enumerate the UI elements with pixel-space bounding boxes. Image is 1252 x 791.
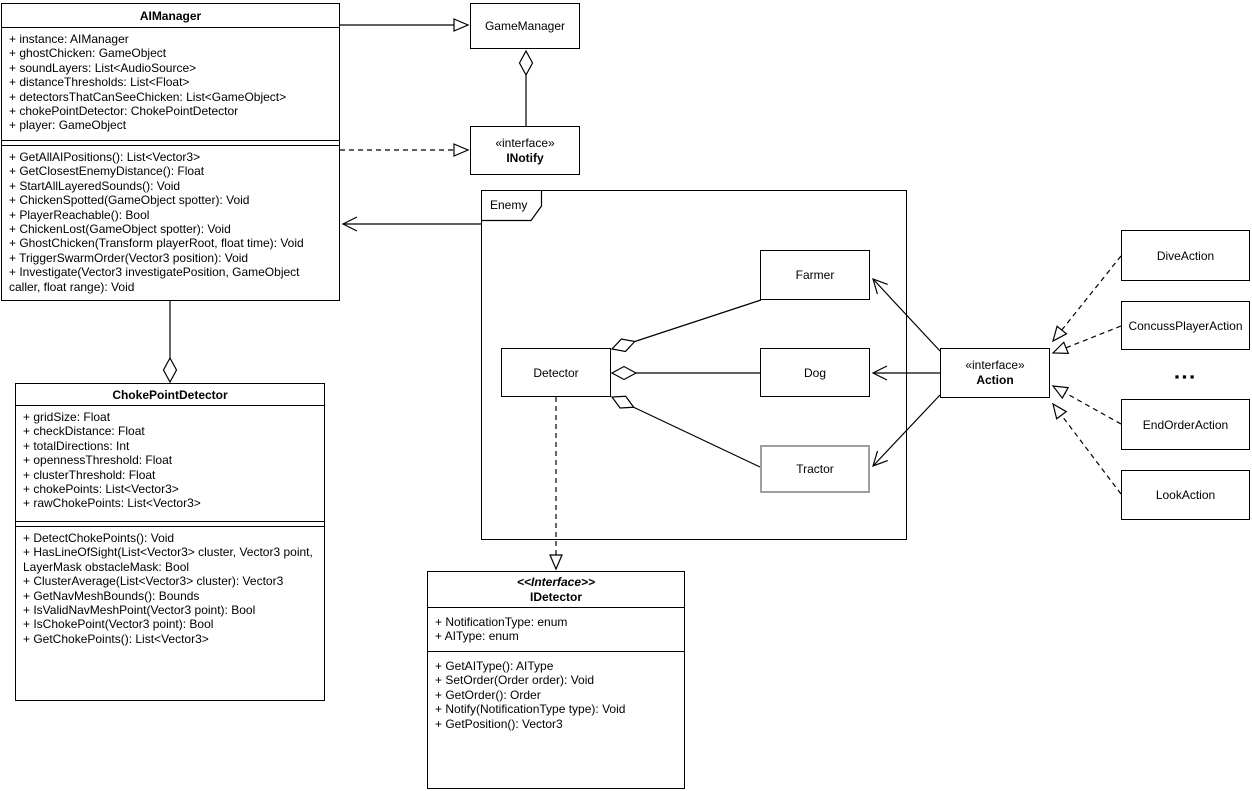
method-row: + GetOrder(): Order — [435, 687, 541, 702]
attribute-row: + soundLayers: List<AudioSource> — [9, 60, 197, 75]
attributes-compartment: + instance: AIManager + ghostChicken: Ga… — [2, 28, 339, 141]
method-row: + GetChokePoints(): List<Vector3> — [23, 631, 209, 646]
class-lookaction: LookAction — [1121, 470, 1250, 520]
class-title: Farmer — [795, 268, 835, 282]
class-title: ChokePointDetector — [16, 384, 324, 406]
attribute-row: + NotificationType: enum — [435, 615, 568, 629]
method-row: + IsValidNavMeshPoint(Vector3 point): Bo… — [23, 603, 256, 618]
class-tractor: Tractor — [760, 445, 870, 493]
method-row: + TriggerSwarmOrder(Vector3 position): V… — [9, 250, 249, 265]
class-title: DiveAction — [1156, 248, 1215, 263]
class-title: LookAction — [1155, 488, 1216, 502]
attribute-row: + player: GameObject — [9, 118, 127, 133]
attributes-compartment: + NotificationType: enum + AIType: enum — [428, 608, 684, 652]
method-row: + StartAllLayeredSounds(): Void — [9, 178, 181, 193]
attributes-compartment: + gridSize: Float + checkDistance: Float… — [16, 406, 324, 522]
class-title: IDetector — [529, 589, 582, 604]
class-title: GameManager — [484, 19, 566, 33]
attribute-row: + chokePointDetector: ChokePointDetector — [9, 104, 239, 119]
method-row: + ChickenLost(GameObject spotter): Void — [9, 222, 231, 237]
edge-lookaction-action-realization — [1052, 402, 1122, 495]
method-row: + GetNavMeshBounds(): Bounds — [23, 588, 200, 603]
interface-action: «interface» Action — [940, 348, 1050, 398]
method-row: + SetOrder(Order order): Void — [435, 673, 595, 688]
class-title: Detector — [533, 365, 579, 380]
attribute-row: + chokePoints: List<Vector3> — [23, 482, 179, 497]
class-endorderaction: EndOrderAction — [1121, 399, 1250, 450]
interface-inotify: «interface» INotify — [470, 126, 580, 175]
attribute-row: + instance: AIManager — [9, 32, 129, 46]
class-chokepointdetector: ChokePointDetector + gridSize: Float + c… — [15, 383, 325, 701]
attribute-row: + ghostChicken: GameObject — [9, 46, 167, 61]
method-row: + GetClosestEnemyDistance(): Float — [9, 164, 205, 179]
class-title: Dog — [803, 365, 826, 380]
class-gamemanager: GameManager — [470, 3, 580, 49]
method-row: + ClusterAverage(List<Vector3> cluster):… — [23, 574, 284, 589]
class-detector: Detector — [501, 348, 611, 397]
class-title: ConcussPlayerAction — [1128, 318, 1243, 333]
methods-compartment: + GetAllAIPositions(): List<Vector3> + G… — [2, 146, 339, 294]
method-row: + GhostChicken(Transform playerRoot, flo… — [9, 236, 304, 251]
edge-detector-tractor-aggregation — [610, 395, 761, 468]
stereotype-label: <<Interface>> — [516, 574, 596, 589]
class-dog: Dog — [760, 348, 870, 397]
edge-detector-farmer-aggregation — [610, 299, 762, 353]
method-row: + GetAIType(): AIType — [435, 659, 554, 673]
attribute-row: + gridSize: Float — [23, 410, 111, 424]
attribute-row: + checkDistance: Float — [23, 424, 145, 439]
method-row: + GetPosition(): Vector3 — [435, 716, 563, 731]
edge-diveaction-action-realization — [1052, 255, 1122, 343]
enemy-frame-label: Enemy — [490, 198, 528, 212]
method-row: + ChickenSpotted(GameObject spotter): Vo… — [9, 193, 250, 208]
empty-compartment — [2, 141, 339, 146]
stereotype-label: «interface» — [965, 358, 1025, 372]
class-title: Action — [976, 373, 1014, 387]
edge-endorderaction-action-realization — [1051, 385, 1122, 425]
attribute-row: + AIType: enum — [435, 629, 519, 644]
method-row: + Investigate(Vector3 investigatePositio… — [9, 265, 300, 294]
attribute-row: + rawChokePoints: List<Vector3> — [23, 496, 201, 511]
stereotype-label: «interface» — [495, 135, 555, 150]
class-aimanager: AIManager + instance: AIManager + ghostC… — [1, 3, 340, 301]
empty-compartment — [16, 522, 324, 527]
method-row: + HasLineOfSight(List<Vector3> cluster, … — [23, 545, 313, 574]
method-row: + IsChokePoint(Vector3 point): Bool — [23, 617, 214, 632]
method-row: + Notify(NotificationType type): Void — [435, 702, 626, 717]
class-title: EndOrderAction — [1142, 417, 1229, 432]
enemy-frame — [481, 190, 907, 540]
class-title: AIManager — [2, 4, 339, 28]
attribute-row: + totalDirections: Int — [23, 438, 130, 453]
attribute-row: + distanceThresholds: List<Float> — [9, 75, 190, 90]
method-row: + PlayerReachable(): Bool — [9, 207, 150, 222]
class-title-block: <<Interface>> IDetector — [428, 572, 684, 608]
class-concussplayeraction: ConcussPlayerAction — [1121, 301, 1250, 350]
class-farmer: Farmer — [760, 250, 870, 300]
edge-concussplayeraction-action-realization — [1051, 325, 1122, 355]
attribute-row: + clusterThreshold: Float — [23, 467, 156, 482]
methods-compartment: + GetAIType(): AIType + SetOrder(Order o… — [428, 652, 684, 731]
attribute-row: + detectorsThatCanSeeChicken: List<GameO… — [9, 89, 287, 104]
interface-idetector: <<Interface>> IDetector + NotificationTy… — [427, 571, 685, 789]
method-row: + DetectChokePoints(): Void — [23, 531, 175, 545]
class-title: INotify — [506, 150, 544, 165]
class-diveaction: DiveAction — [1121, 230, 1250, 281]
enemy-frame-tab — [481, 190, 543, 222]
class-title: Tractor — [796, 462, 834, 476]
method-row: + GetAllAIPositions(): List<Vector3> — [9, 150, 201, 164]
methods-compartment: + DetectChokePoints(): Void + HasLineOfS… — [16, 527, 324, 646]
more-actions-ellipsis: ▪▪▪ — [1174, 369, 1198, 384]
attribute-row: + opennessThreshold: Float — [23, 453, 173, 468]
